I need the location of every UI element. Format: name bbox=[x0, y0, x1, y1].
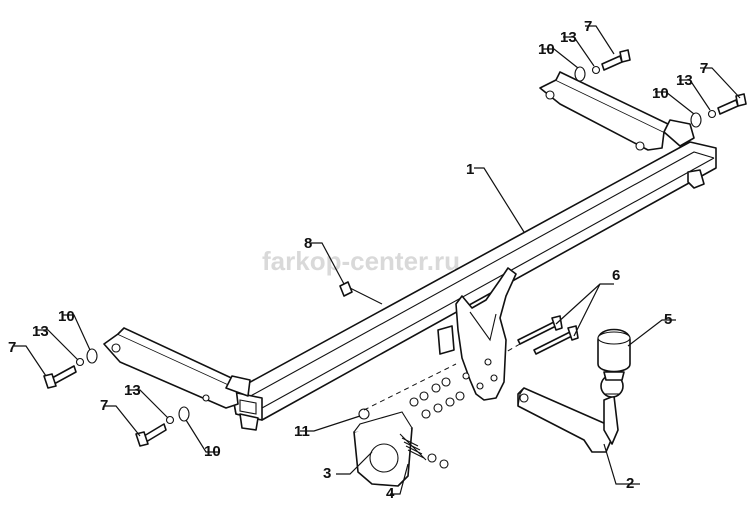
fastener-set-top-2 bbox=[690, 93, 747, 128]
watermark: farkop-center.ru bbox=[262, 246, 460, 276]
nut-washer-cluster bbox=[409, 377, 465, 419]
callout-7-top-2: 7 bbox=[700, 60, 708, 77]
callout-4: 4 bbox=[386, 485, 395, 502]
fastener-set-left-1 bbox=[43, 348, 98, 389]
callout-10-top-2: 10 bbox=[652, 85, 669, 102]
callout-7-left-1: 7 bbox=[8, 339, 16, 356]
callout-11: 11 bbox=[294, 423, 310, 440]
assembly-line-1 bbox=[363, 363, 457, 411]
callout-10-left-2: 10 bbox=[204, 443, 221, 460]
callout-5: 5 bbox=[664, 311, 672, 328]
callout-3: 3 bbox=[323, 465, 331, 482]
callout-10-left-1: 10 bbox=[58, 308, 75, 325]
callout-13-left-2: 13 bbox=[124, 382, 141, 399]
callout-1: 1 bbox=[466, 161, 474, 178]
right-mounting-bracket bbox=[539, 71, 695, 151]
callout-8: 8 bbox=[304, 235, 312, 252]
callout-6: 6 bbox=[612, 267, 620, 284]
assembly-line-2 bbox=[505, 343, 521, 353]
left-mounting-bracket bbox=[103, 327, 251, 409]
main-cross-beam bbox=[231, 141, 717, 431]
ball-mount-plate bbox=[437, 267, 517, 401]
washer-11 bbox=[358, 408, 370, 420]
leader-lines bbox=[14, 25, 741, 495]
ball-cap bbox=[597, 328, 631, 381]
fastener-set-top-1 bbox=[574, 49, 631, 82]
bolt-8 bbox=[339, 281, 383, 305]
callout-7-left-2: 7 bbox=[100, 397, 108, 414]
callout-13-top-1: 13 bbox=[560, 29, 577, 46]
callout-13-left-1: 13 bbox=[32, 323, 49, 340]
fastener-set-left-2 bbox=[135, 406, 190, 447]
callout-2: 2 bbox=[626, 475, 634, 492]
bolts-6 bbox=[517, 315, 579, 355]
spring-washer-set bbox=[399, 433, 449, 469]
callout-13-top-2: 13 bbox=[676, 72, 693, 89]
socket-plate bbox=[353, 411, 413, 487]
callout-7-top-1: 7 bbox=[584, 18, 592, 35]
callout-10-top-1: 10 bbox=[538, 41, 555, 58]
tow-ball-arm bbox=[517, 374, 624, 453]
